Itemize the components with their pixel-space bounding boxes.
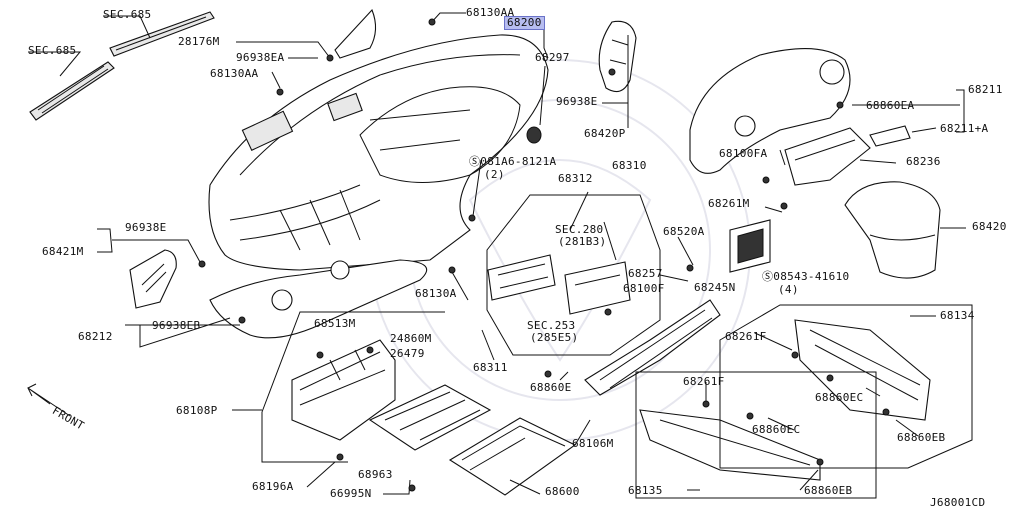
label-sec685-left: SEC.685 xyxy=(28,44,77,57)
label-08543-qty: (4) xyxy=(778,283,799,296)
side-panel-68135 xyxy=(639,409,821,481)
tray-68963 xyxy=(368,384,492,451)
side-panel-68134 xyxy=(794,319,931,421)
bracket-68420p xyxy=(598,20,637,93)
label-68261f-upper: 68261F xyxy=(725,330,767,343)
label-68211: 68211 xyxy=(968,83,1003,96)
label-68108p: 68108P xyxy=(176,404,218,417)
leader-lines xyxy=(28,12,966,495)
label-96938ea: 96938EA xyxy=(236,51,285,64)
lower-cover-68212 xyxy=(209,259,428,339)
label-sec280: SEC.280 xyxy=(555,223,604,236)
label-68311: 68311 xyxy=(473,361,508,374)
label-68860eb-lower: 68860EB xyxy=(804,484,853,497)
label-68860ea: 68860EA xyxy=(866,99,915,112)
label-68211a: 68211+A xyxy=(940,122,989,135)
label-68196a: 68196A xyxy=(252,480,294,493)
label-68212: 68212 xyxy=(78,330,113,343)
glovebox-68108p xyxy=(291,339,396,441)
label-68860ec-lower: 68860EC xyxy=(752,423,801,436)
label-68106m: 68106M xyxy=(572,437,614,450)
label-26479: 26479 xyxy=(390,347,425,360)
label-sec253: SEC.253 xyxy=(527,319,576,332)
label-68513m: 68513M xyxy=(314,317,356,330)
audio-unit xyxy=(487,254,556,301)
label-68245n: 68245N xyxy=(694,281,736,294)
label-24860m: 24860M xyxy=(390,332,432,345)
cluster-lid-68420 xyxy=(844,181,941,279)
label-68860eb-upper: 68860EB xyxy=(897,431,946,444)
group-box-68134 xyxy=(719,304,973,469)
label-68860ec-upper: 68860EC xyxy=(815,391,864,404)
group-box-68135 xyxy=(635,371,877,499)
label-08543: Ⓢ08543-41610 xyxy=(762,270,850,283)
defroster-strip-right xyxy=(109,11,215,57)
cluster-hood-68211 xyxy=(689,48,851,174)
label-68130aa-top: 68130AA xyxy=(466,6,515,19)
console-frame-68106m xyxy=(584,299,721,396)
label-081a6: Ⓢ081A6-8121A xyxy=(469,155,557,168)
side-panel-68421m xyxy=(129,249,177,309)
label-68310: 68310 xyxy=(612,159,647,172)
label-68135: 68135 xyxy=(628,484,663,497)
label-sec253-sub: (285E5) xyxy=(530,331,579,344)
label-68257: 68257 xyxy=(628,267,663,280)
label-68200-highlighted[interactable]: 68200 xyxy=(504,16,545,30)
defroster-strip-left xyxy=(29,61,115,121)
label-68134: 68134 xyxy=(940,309,975,322)
climate-unit-68257 xyxy=(564,261,631,315)
diagram-id: J68001CD xyxy=(930,496,986,509)
label-68261f-lower: 68261F xyxy=(683,375,725,388)
label-68421m: 68421M xyxy=(42,245,84,258)
label-081a6-qty: (2) xyxy=(484,168,505,181)
glovebox-lid-68600 xyxy=(448,417,577,496)
instrument-panel-68200 xyxy=(208,8,549,271)
label-68312: 68312 xyxy=(558,172,593,185)
display-68261m xyxy=(729,219,771,273)
group-box-68108p xyxy=(261,311,445,463)
label-96938e-top: 96938E xyxy=(556,95,598,108)
label-28176m: 28176M xyxy=(178,35,220,48)
label-68100f: 68100F xyxy=(623,282,665,295)
front-arrow-icon xyxy=(27,383,71,417)
label-96938eb: 96938EB xyxy=(152,319,201,332)
label-96938e-left: 96938E xyxy=(125,221,167,234)
label-68261m: 68261M xyxy=(708,197,750,210)
label-sec685-right: SEC.685 xyxy=(103,8,152,21)
label-68600: 68600 xyxy=(545,485,580,498)
label-68420p: 68420P xyxy=(584,127,626,140)
label-68130aa-left: 68130AA xyxy=(210,67,259,80)
label-sec280-sub: (281B3) xyxy=(558,235,607,248)
finisher-68236 xyxy=(784,127,871,186)
label-68130a: 68130A xyxy=(415,287,457,300)
label-66995n: 66995N xyxy=(330,487,372,500)
label-68236: 68236 xyxy=(906,155,941,168)
part-68211a xyxy=(869,125,911,147)
label-68860e: 68860E xyxy=(530,381,572,394)
label-68297: 68297 xyxy=(535,51,570,64)
vent-68297 xyxy=(526,126,542,144)
group-box-audio xyxy=(486,194,661,356)
label-68520a: 68520A xyxy=(663,225,705,238)
fasteners xyxy=(198,18,890,492)
label-68963: 68963 xyxy=(358,468,393,481)
label-68100fa: 68100FA xyxy=(719,147,768,160)
label-68420: 68420 xyxy=(972,220,1007,233)
